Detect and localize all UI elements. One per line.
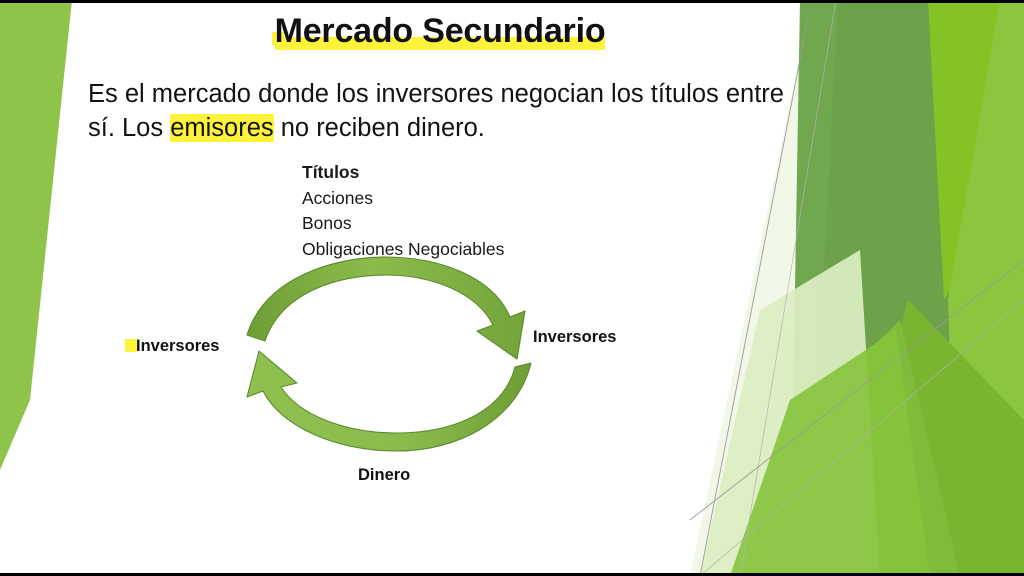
page-title-text: Mercado Secundario [274,12,606,50]
deco-hairline-3 [689,259,1024,521]
arrow-top-securities [246,256,526,360]
diagram-label-money: Dinero [358,466,411,484]
body-line-2-highlight: emisores [170,113,274,142]
body-paragraph: Es el mercado donde los inversores negoc… [88,78,818,146]
left-label-highlight-mark [125,339,137,352]
bottom-edge-bar [0,573,1024,576]
body-line-1: Es el mercado donde los inversores negoc… [88,80,784,108]
deco-shape-bright-4 [836,300,1024,576]
deco-shape-bright-1 [928,0,1010,300]
arrow-bottom-money [246,350,532,452]
deco-shape-bright-2 [948,0,1024,576]
securities-heading: Títulos [302,162,360,182]
list-item: Acciones [302,187,374,208]
deco-shape-green-bottom-left [730,330,930,576]
securities-list: Títulos Acciones Bonos Obligaciones Nego… [302,160,504,263]
list-item: Bonos [302,213,352,234]
deco-shape-pale-bottom [700,250,880,576]
cycle-diagram [246,256,532,452]
page-title: Mercado Secundario [0,12,880,51]
list-item: Obligaciones Negociables [302,239,505,260]
body-line-2-post: no reciben dinero. [273,113,485,142]
deco-shape-mid-bottom [740,320,960,576]
deco-hairline-4 [699,299,1024,576]
deco-shape-pale-3 [800,60,1024,576]
body-line-2-pre: sí. Los [88,113,171,142]
top-edge-bar [0,0,1024,3]
diagram-label-investors-right: Inversores [533,328,617,346]
deco-shape-bright-3 [876,300,1024,576]
diagram-label-investors-left: Inversores [136,337,220,355]
deco-shape-medium-2 [808,0,1024,576]
deco-shape-left-wedge [0,0,72,470]
